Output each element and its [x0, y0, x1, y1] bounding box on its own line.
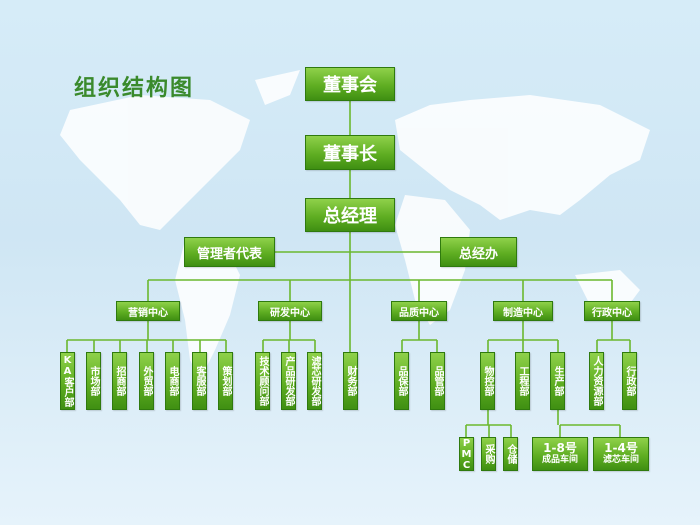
sub-pmc: PMC [459, 437, 474, 471]
dept-hr: 人力资源部 [589, 352, 604, 410]
dept-tech-advisor: 技术顾问部 [255, 352, 270, 410]
dept-engineering: 工程部 [515, 352, 530, 410]
dept-production: 生产部 [550, 352, 565, 410]
node-quality-center: 品质中心 [391, 301, 447, 321]
node-general-manager: 总经理 [305, 198, 395, 232]
sub-finished-workshop: 1-8号 成品车间 [532, 437, 588, 471]
node-manufacturing-center: 制造中心 [493, 301, 553, 321]
dept-marketing: 市场部 [86, 352, 101, 410]
sub-filter-workshop-label: 滤芯车间 [602, 455, 639, 465]
sub-finished-workshop-label: 成品车间 [541, 455, 578, 465]
dept-planning: 策划部 [218, 352, 233, 410]
dept-administration: 行政部 [622, 352, 637, 410]
dept-ecommerce: 电商部 [165, 352, 180, 410]
sub-finished-workshop-number: 1-8号 [543, 441, 577, 455]
dept-quality-assurance: 品保部 [394, 352, 409, 410]
dept-ka-customer: KA客户部 [60, 352, 75, 410]
dept-product-rnd: 产品研发部 [281, 352, 296, 410]
dept-customer-service: 客服部 [192, 352, 207, 410]
sub-purchasing: 采购 [481, 437, 496, 471]
sub-filter-workshop-number: 1-4号 [604, 441, 638, 455]
dept-filter-rnd: 滤芯研发部 [307, 352, 322, 410]
dept-material-control: 物控部 [480, 352, 495, 410]
dept-investment: 招商部 [112, 352, 127, 410]
dept-finance: 财务部 [343, 352, 358, 410]
node-rnd-center: 研发中心 [258, 301, 322, 321]
chart-title: 组织结构图 [74, 76, 195, 101]
dept-quality-control: 品管部 [430, 352, 445, 410]
dept-foreign-trade: 外贸部 [139, 352, 154, 410]
node-gm-office: 总经办 [440, 237, 517, 267]
sub-filter-workshop: 1-4号 滤芯车间 [593, 437, 649, 471]
node-admin-center: 行政中心 [584, 301, 640, 321]
node-sales-center: 营销中心 [116, 301, 180, 321]
node-management-representative: 管理者代表 [184, 237, 275, 267]
node-chairman: 董事长 [305, 135, 395, 170]
node-board: 董事会 [305, 67, 395, 101]
sub-warehouse: 仓储 [503, 437, 518, 471]
